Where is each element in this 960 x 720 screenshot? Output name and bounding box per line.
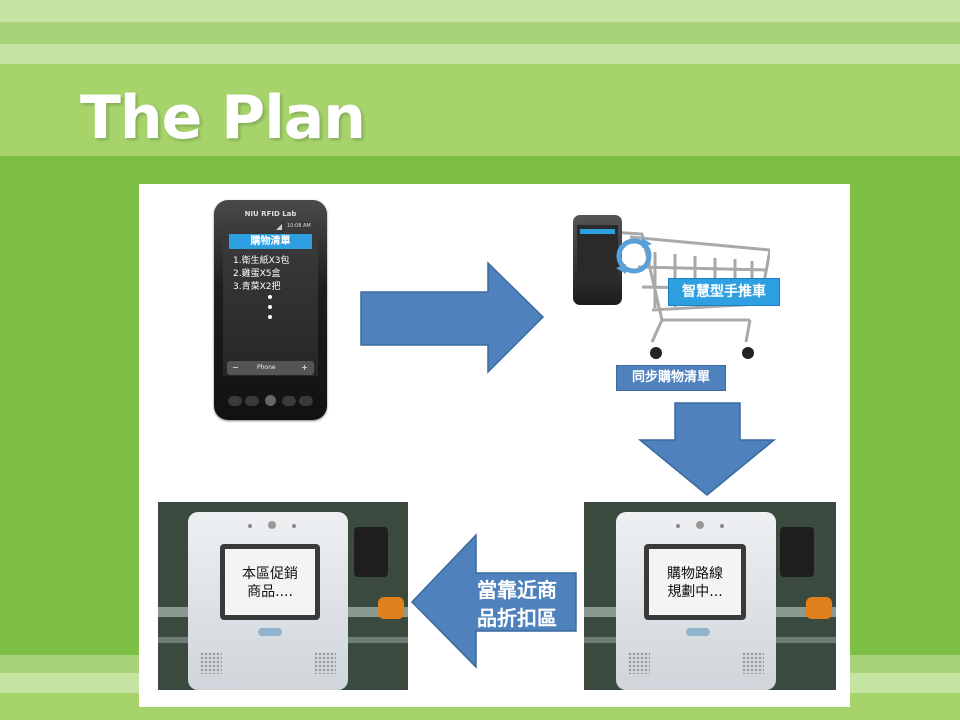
housing-dot (696, 521, 704, 529)
search-button (299, 396, 313, 406)
screen-line: 規劃中... (667, 584, 723, 600)
minus-icon (233, 367, 238, 368)
title-band (0, 64, 960, 156)
cart-phone-screen (577, 225, 618, 285)
speaker-grille (200, 652, 222, 674)
header-band (0, 0, 960, 22)
plus-icon-v (304, 365, 305, 370)
signal-icon (276, 224, 282, 230)
clamp-knob (378, 597, 404, 619)
clamp-knob (806, 597, 832, 619)
arrow-right (360, 261, 545, 374)
ellipsis-dot (268, 295, 272, 299)
screen-bezel: 本區促銷 商品.... (220, 544, 320, 620)
device-screen: 購物路線 規劃中... (649, 549, 741, 615)
trackball (265, 395, 276, 406)
cart-wheel (742, 347, 754, 359)
housing-dot (292, 524, 296, 528)
device-housing: 本區促銷 商品.... (188, 512, 348, 690)
arrow-left-line: 當靠近商 (477, 578, 557, 602)
menu-button (245, 396, 259, 406)
back-button (282, 396, 296, 406)
ellipsis-dot (268, 305, 272, 309)
speaker-grille (742, 652, 764, 674)
smartphone: NIU RFID Lab 10:08 AM 購物清單 1.衛生紙X3包 2.雞蛋… (214, 200, 327, 420)
list-item: 1.衛生紙X3包 (233, 256, 290, 266)
ellipsis-dot (268, 315, 272, 319)
header-band (0, 22, 960, 44)
header-band (0, 44, 960, 64)
arrow-down (637, 402, 777, 496)
device-bracket (780, 527, 814, 577)
housing-button (258, 628, 282, 636)
cart-wheel (650, 347, 662, 359)
cart-phone (573, 215, 622, 305)
phone-key-label: Phone (257, 364, 276, 371)
device-housing: 購物路線 規劃中... (616, 512, 776, 690)
screen-line: 購物路線 (667, 566, 723, 582)
phone-dock: Phone (227, 361, 314, 375)
housing-dot (720, 524, 724, 528)
cart-phone-header (580, 229, 615, 234)
status-time: 10:08 AM (287, 223, 311, 229)
smart-cart-label: 智慧型手推車 (668, 278, 780, 306)
housing-dot (676, 524, 680, 528)
screen-line: 本區促銷 (242, 566, 298, 582)
slide-title: The Plan (80, 83, 366, 153)
device-photo-right: 購物路線 規劃中... (584, 502, 836, 690)
speaker-grille (628, 652, 650, 674)
home-button (228, 396, 242, 406)
sync-list-label: 同步購物清單 (616, 365, 726, 391)
speaker-grille (314, 652, 336, 674)
screen-bezel: 購物路線 規劃中... (644, 544, 746, 620)
list-item: 3.青菜X2把 (233, 282, 281, 292)
device-photo-left: 本區促銷 商品.... (158, 502, 408, 690)
phone-screen: 10:08 AM 購物清單 1.衛生紙X3包 2.雞蛋X5盒 3.青菜X2把 P… (223, 222, 318, 376)
device-bracket (354, 527, 388, 577)
shopping-list-title: 購物清單 (229, 234, 312, 249)
housing-dot (268, 521, 276, 529)
housing-button (686, 628, 710, 636)
device-screen: 本區促銷 商品.... (225, 549, 315, 615)
sync-icon (616, 238, 652, 274)
screen-line: 商品.... (247, 584, 293, 600)
arrow-left (410, 533, 577, 669)
housing-dot (248, 524, 252, 528)
list-item: 2.雞蛋X5盒 (233, 269, 281, 279)
arrow-left-line: 品折扣區 (477, 606, 557, 630)
phone-brand: NIU RFID Lab (244, 210, 297, 218)
